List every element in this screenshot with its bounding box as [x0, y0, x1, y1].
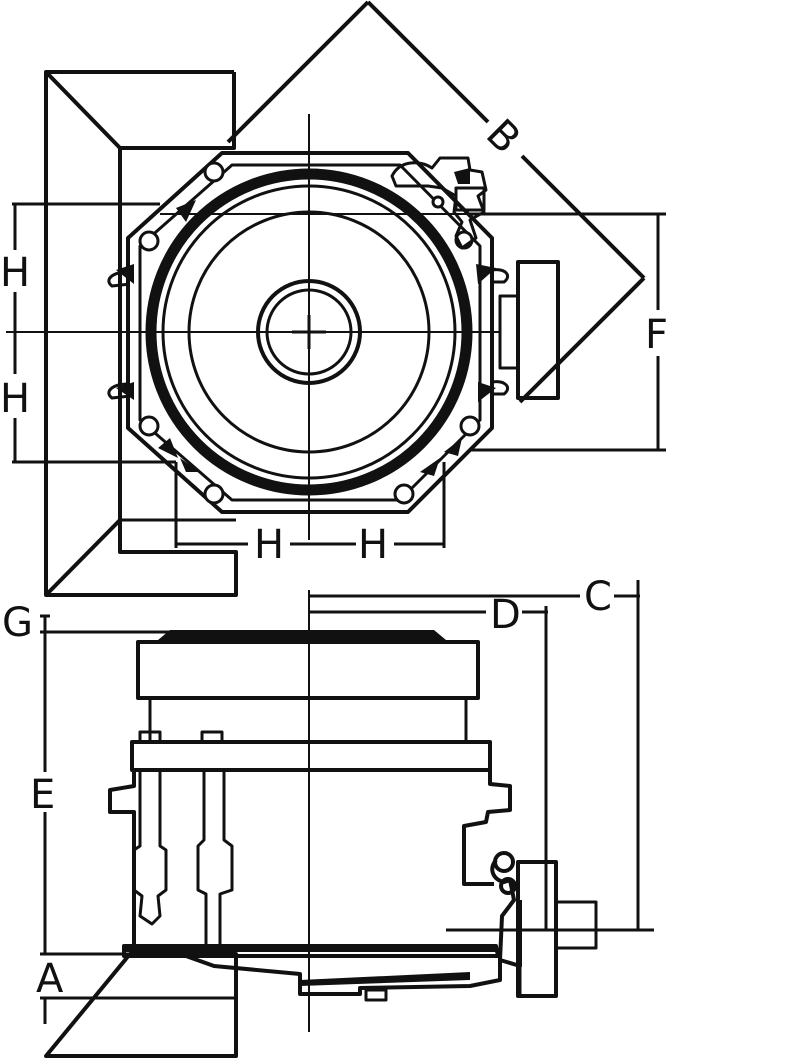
dimension-h-horizontal: H H — [174, 462, 446, 568]
lifting-tab — [490, 380, 509, 396]
dimension-f: F — [470, 212, 668, 452]
label-c: C — [584, 574, 612, 620]
bolt-hole — [203, 483, 225, 505]
rear-output-housing — [446, 851, 654, 998]
side-view: C D G E A — [2, 574, 654, 1058]
label-h-bottom-left: H — [254, 522, 284, 568]
side-base — [44, 944, 502, 1058]
bolt-hole — [203, 161, 225, 183]
label-e: E — [30, 772, 55, 818]
label-g: G — [2, 600, 33, 646]
label-h-upper: H — [0, 250, 30, 296]
bolt-hole — [431, 195, 445, 209]
injector-left — [132, 730, 168, 926]
lifting-tab — [490, 268, 509, 284]
bolt-hole — [459, 415, 481, 437]
label-a: A — [36, 956, 64, 1002]
side-top-flange — [136, 630, 480, 742]
side-body-band — [108, 740, 512, 944]
lifting-tab — [107, 382, 131, 400]
label-f: F — [645, 312, 668, 358]
bolt-hole — [138, 415, 160, 437]
dimension-g-e-a: G E A — [2, 600, 236, 1024]
label-d: D — [490, 592, 521, 638]
label-h-bottom-right: H — [358, 522, 388, 568]
bolt-holes — [138, 161, 481, 505]
injector-right — [194, 730, 244, 950]
bolt-hole — [393, 483, 415, 505]
lifting-tab — [107, 270, 131, 288]
mounting-bracket — [44, 70, 238, 597]
dimension-c: C — [309, 574, 640, 930]
sensor-cluster — [390, 156, 488, 250]
label-h-lower: H — [0, 376, 30, 422]
dimension-d: D — [309, 592, 548, 930]
dimension-h-vertical: H H — [0, 202, 176, 464]
top-view: B — [0, 0, 668, 597]
starter-motor — [498, 260, 560, 400]
bolt-hole — [138, 230, 160, 252]
